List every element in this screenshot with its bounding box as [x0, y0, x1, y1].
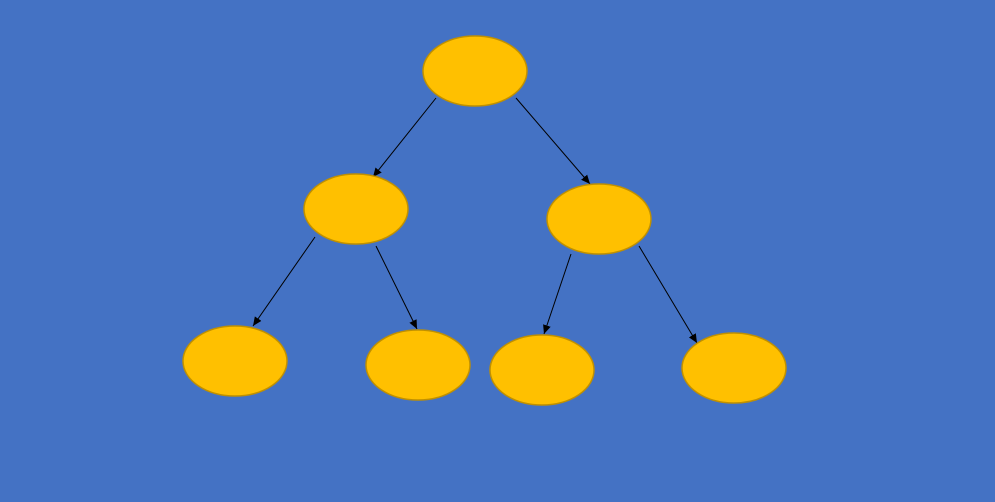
edges: [252, 97, 698, 344]
edge-left-child-to-left-left-leaf: [252, 236, 316, 327]
node-right-left-leaf: [489, 334, 595, 406]
edge-left-child-to-left-right-leaf: [375, 245, 418, 330]
nodes: [182, 35, 787, 406]
node-left-left-leaf: [182, 325, 288, 397]
edge-right-child-to-right-left-leaf: [543, 253, 572, 335]
node-right-child: [546, 183, 652, 255]
node-right-right-leaf: [681, 332, 787, 404]
node-left-right-leaf: [365, 329, 471, 401]
node-root: [422, 35, 528, 107]
edge-right-child-to-right-right-leaf: [638, 245, 698, 344]
edge-root-to-left-child: [372, 97, 437, 178]
edge-root-to-right-child: [515, 97, 591, 185]
node-left-child: [303, 173, 409, 245]
